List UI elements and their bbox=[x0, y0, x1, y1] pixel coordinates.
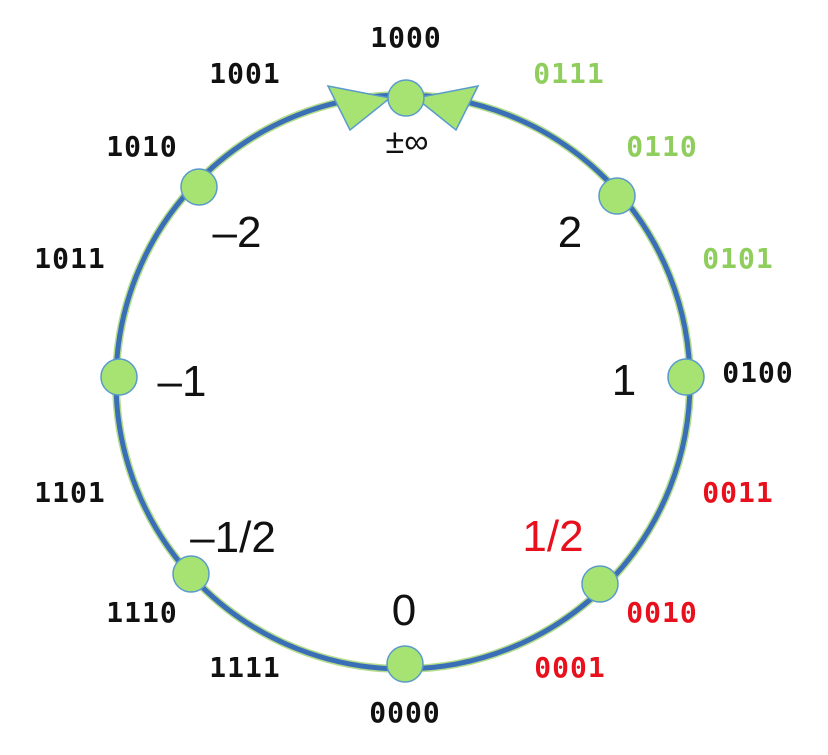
value-zero: 0 bbox=[392, 586, 416, 635]
node-neg-half-dot bbox=[172, 555, 210, 593]
code-1110: 1110 bbox=[106, 596, 177, 629]
code-0111: 0111 bbox=[533, 57, 604, 90]
value-neg-one: –1 bbox=[158, 357, 207, 406]
code-1000: 1000 bbox=[370, 21, 441, 54]
arrowhead-left bbox=[326, 84, 392, 132]
code-1111: 1111 bbox=[209, 651, 280, 684]
code-0110: 0110 bbox=[626, 130, 697, 163]
value-half: 1/2 bbox=[522, 512, 583, 561]
code-1011: 1011 bbox=[34, 242, 105, 275]
node-two-dot bbox=[598, 177, 636, 215]
node-zero-dot bbox=[386, 645, 424, 683]
code-0000: 0000 bbox=[369, 696, 440, 729]
code-1010: 1010 bbox=[106, 130, 177, 163]
code-0100: 0100 bbox=[722, 356, 793, 389]
value-neg-two: –2 bbox=[213, 208, 262, 257]
value-one: 1 bbox=[612, 356, 636, 405]
node-neg-two-dot bbox=[180, 168, 218, 206]
node-neg-one-dot bbox=[100, 358, 138, 396]
code-1001: 1001 bbox=[209, 57, 280, 90]
value-two: 2 bbox=[558, 208, 582, 257]
arrowhead-right bbox=[414, 84, 480, 132]
code-0001: 0001 bbox=[534, 651, 605, 684]
code-0011: 0011 bbox=[702, 476, 773, 509]
node-one-dot bbox=[667, 358, 705, 396]
node-infinity-dot bbox=[387, 79, 425, 117]
value-infinity: ±∞ bbox=[386, 123, 429, 161]
code-1101: 1101 bbox=[34, 476, 105, 509]
code-0010: 0010 bbox=[626, 596, 697, 629]
value-neg-half: –1/2 bbox=[190, 513, 276, 562]
node-half-dot bbox=[581, 565, 619, 603]
code-0101: 0101 bbox=[702, 242, 773, 275]
